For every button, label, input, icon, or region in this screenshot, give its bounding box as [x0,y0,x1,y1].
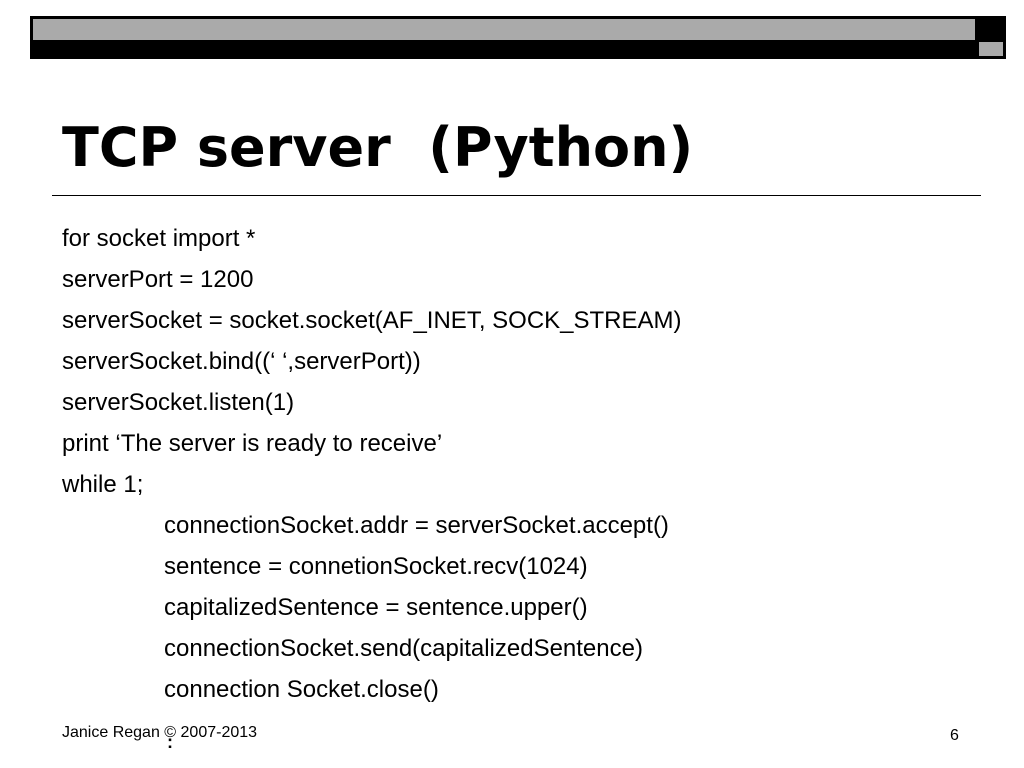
code-line: connectionSocket.addr = serverSocket.acc… [164,512,669,539]
code-line: for socket import * [62,225,256,252]
code-line: while 1; [62,471,144,498]
code-line: connectionSocket.send(capitalizedSentenc… [164,635,643,662]
code-line: capitalizedSentence = sentence.upper() [164,594,588,621]
code-line: serverPort = 1200 [62,266,254,293]
code-line: serverSocket.bind((‘ ‘,serverPort)) [62,348,421,375]
code-line: serverSocket.listen(1) [62,389,295,416]
code-line: print ‘The server is ready to receive’ [62,430,443,457]
code-listing: for socket import * serverPort = 1200 serv… [62,218,682,710]
code-line: sentence = connetionSocket.recv(1024) [164,553,588,580]
slide-title: TCP server (Python) [62,116,694,179]
footer-copyright: Janice Regan © 2007-2013 [62,724,258,741]
header-bar-box [979,42,1003,56]
footer-mark: : [167,732,173,752]
code-line: serverSocket = socket.socket(AF_INET, SO… [62,307,682,334]
title-divider [52,195,981,196]
header-bar-highlight [33,19,975,40]
page-number: 6 [950,727,959,744]
code-line: connection Socket.close() [164,676,439,703]
